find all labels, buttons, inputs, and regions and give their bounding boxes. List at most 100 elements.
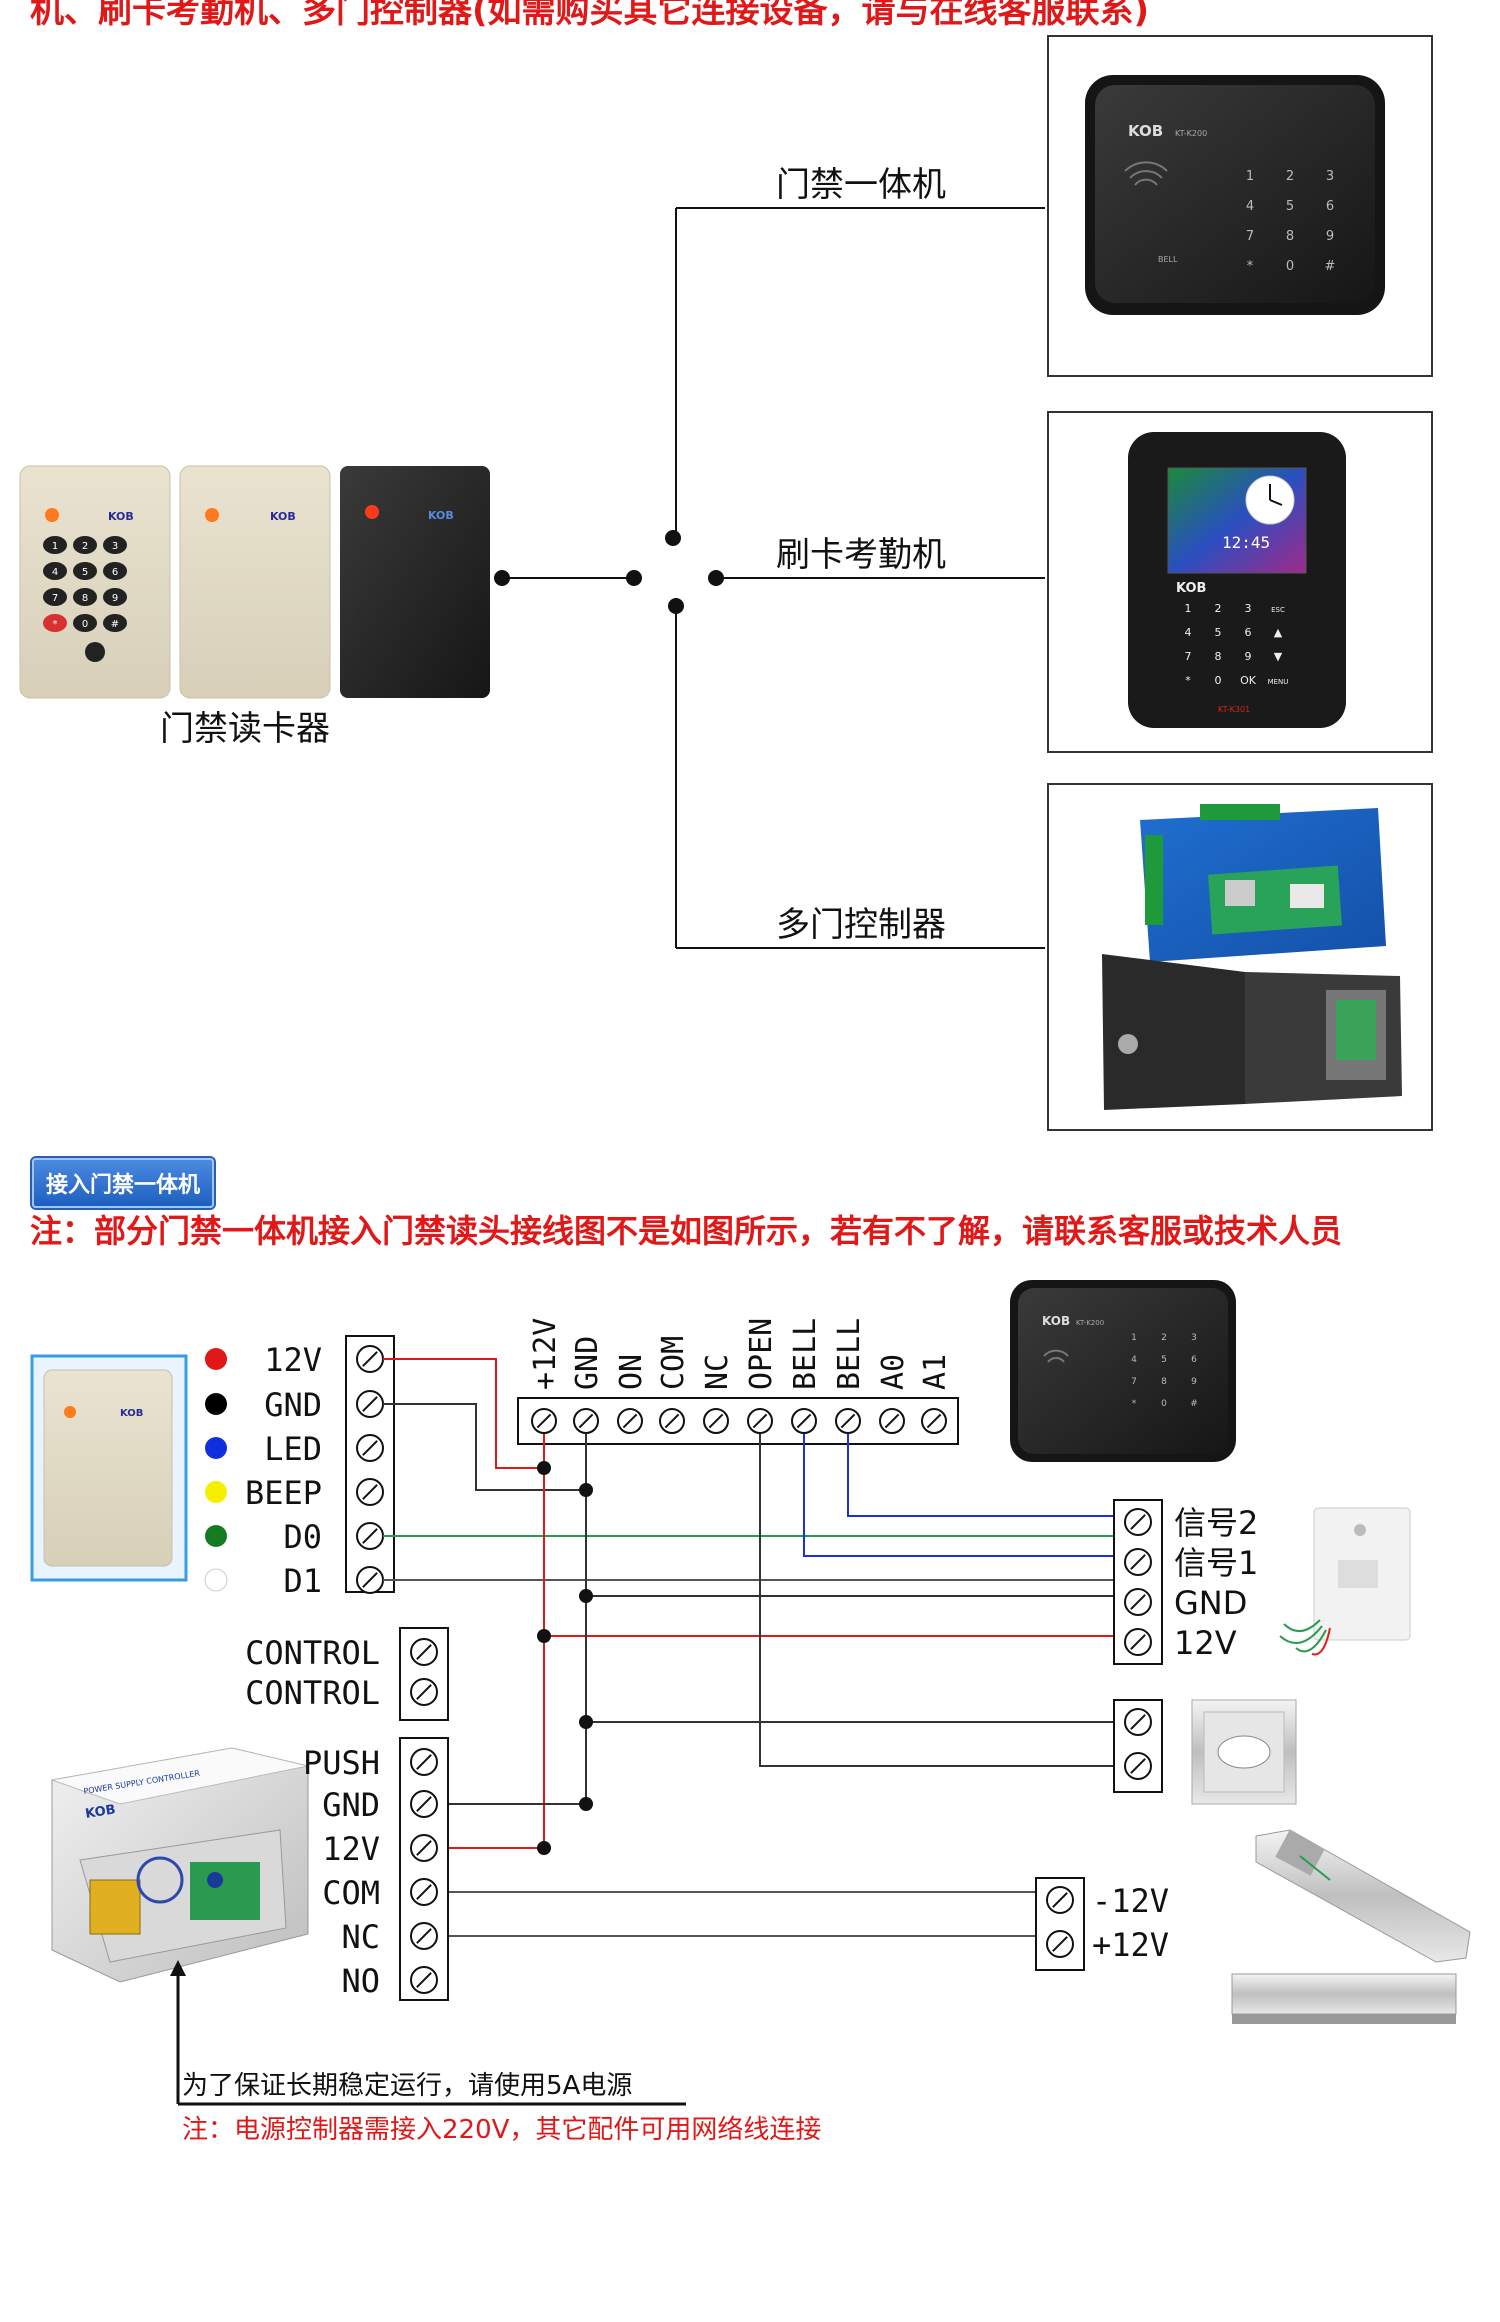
- keypad-key-label: 8: [1286, 229, 1294, 244]
- keypad-key: 8: [73, 588, 97, 606]
- junction-dot: [579, 1589, 593, 1603]
- terminal-screw: [410, 1748, 438, 1776]
- keypad-key: 2: [73, 536, 97, 554]
- bell-terminal-label: GND: [1174, 1584, 1247, 1622]
- power-terminal-block: [399, 1737, 449, 2001]
- keypad-key-label: 2: [1215, 602, 1222, 615]
- lock-terminal-label: -12V: [1092, 1882, 1169, 1920]
- keypad-key-label: 6: [112, 567, 118, 578]
- keypad-key-label: 1: [1131, 1333, 1137, 1343]
- keypad-key-label: 1: [1185, 602, 1192, 615]
- keypad-key-label: 6: [1191, 1355, 1197, 1365]
- section-note: 注：部分门禁一体机接入门禁读头接线图不是如图所示，若有不了解，请联系客服或技术人…: [30, 1212, 1342, 1250]
- keypad-key-label: *: [53, 619, 58, 630]
- keypad-key-label: 9: [112, 593, 118, 604]
- reader-pin-label: LED: [264, 1430, 322, 1468]
- control-label: CONTROL: [245, 1634, 380, 1672]
- terminal-screw: [659, 1408, 685, 1434]
- pin-color-dot: [205, 1348, 227, 1370]
- keypad-key-label: 0: [1161, 1399, 1167, 1409]
- top-terminal-label: +12V: [528, 1318, 563, 1390]
- keypad-key-label: #: [111, 619, 119, 630]
- reader-pin-label: BEEP: [245, 1474, 322, 1512]
- keypad-key-label: ▲: [1274, 626, 1283, 639]
- lock-terminal-label: +12V: [1092, 1926, 1169, 1964]
- terminal-screw: [531, 1408, 557, 1434]
- top-terminal-label: ON: [614, 1354, 649, 1390]
- terminal-screw: [410, 1922, 438, 1950]
- power-note-arrow: [170, 1960, 686, 2106]
- keypad-key-label: 4: [52, 567, 58, 578]
- keypad-key-label: 5: [1161, 1355, 1167, 1365]
- keypad-key-label: 2: [82, 541, 88, 552]
- terminal-screw: [1046, 1930, 1074, 1958]
- power-terminal-label: GND: [322, 1786, 380, 1824]
- svg-text:12:45: 12:45: [1222, 533, 1270, 552]
- keypad-key-label: OK: [1240, 674, 1257, 687]
- keypad-key-label: 0: [1286, 259, 1294, 274]
- pin-color-dot: [205, 1525, 227, 1547]
- access-reader-plain: KOB: [179, 465, 331, 699]
- pin-color-dot: [205, 1393, 227, 1415]
- terminal-screw: [617, 1408, 643, 1434]
- keypad-key: 1: [43, 536, 67, 554]
- terminal-screw: [356, 1345, 384, 1373]
- reader-pin-label: D1: [283, 1562, 322, 1600]
- keypad-key: *: [43, 614, 67, 632]
- svg-text:KOB: KOB: [428, 509, 454, 522]
- top-terminal-label: A1: [918, 1354, 953, 1390]
- keypad-key-label: 2: [1161, 1333, 1167, 1343]
- svg-text:KT-K200: KT-K200: [1175, 129, 1207, 138]
- terminal-screw: [356, 1390, 384, 1418]
- reader-terminal-strip: [345, 1335, 395, 1593]
- wire: [437, 1434, 545, 1849]
- top-terminal-label: COM: [656, 1336, 691, 1390]
- top-terminal-label: OPEN: [744, 1318, 779, 1390]
- terminal-screw: [1124, 1508, 1152, 1536]
- terminal-screw: [1124, 1628, 1152, 1656]
- svg-text:KOB: KOB: [1176, 581, 1206, 596]
- top-terminal-label: NC: [700, 1354, 735, 1390]
- svg-text:KOB: KOB: [108, 510, 134, 523]
- keypad-key-label: 5: [1286, 199, 1294, 214]
- svg-text:KT-K200: KT-K200: [1076, 1319, 1104, 1327]
- keypad-key-label: 4: [1131, 1355, 1137, 1365]
- keypad-key-label: 7: [1131, 1377, 1137, 1387]
- terminal-screw: [835, 1408, 861, 1434]
- keypad-key-label: 7: [52, 593, 58, 604]
- terminal-screw: [1124, 1588, 1152, 1616]
- keypad-key-label: 6: [1245, 626, 1252, 639]
- junction-dot: [537, 1841, 551, 1855]
- terminal-screw: [1124, 1548, 1152, 1576]
- keypad-key-label: *: [1132, 1399, 1137, 1409]
- controller-cabinet: [1102, 954, 1402, 1110]
- keypad-key: #: [103, 614, 127, 632]
- keypad-key-label: ▼: [1274, 650, 1283, 663]
- keypad-key-label: 9: [1245, 650, 1252, 663]
- keypad-key-label: 1: [52, 541, 58, 552]
- section-badge: 接入门禁一体机: [32, 1158, 214, 1208]
- power-note: 为了保证长期稳定运行，请使用5A电源: [182, 2071, 632, 2101]
- keypad-key-label: #: [1190, 1399, 1198, 1409]
- svg-text:KOB: KOB: [84, 1802, 116, 1822]
- pin-color-dot: [205, 1437, 227, 1459]
- wire: [847, 1434, 1126, 1517]
- junction-dot: [579, 1797, 593, 1811]
- keypad-key-label: 4: [1185, 626, 1192, 639]
- wire: [803, 1434, 1126, 1557]
- svg-text:KOB: KOB: [1128, 122, 1163, 140]
- top-terminal-label: BELL: [788, 1318, 823, 1390]
- top-terminal-label: GND: [570, 1336, 605, 1390]
- top-terminal-label: BELL: [832, 1318, 867, 1390]
- bolt-lock-image: [1255, 1829, 1471, 1963]
- keypad-key-label: 8: [82, 593, 88, 604]
- keypad-key-label: 0: [82, 619, 88, 630]
- keypad-key-label: *: [1247, 259, 1254, 274]
- reader-group-label: 门禁读卡器: [160, 709, 330, 749]
- top-junction-dots: [494, 530, 724, 614]
